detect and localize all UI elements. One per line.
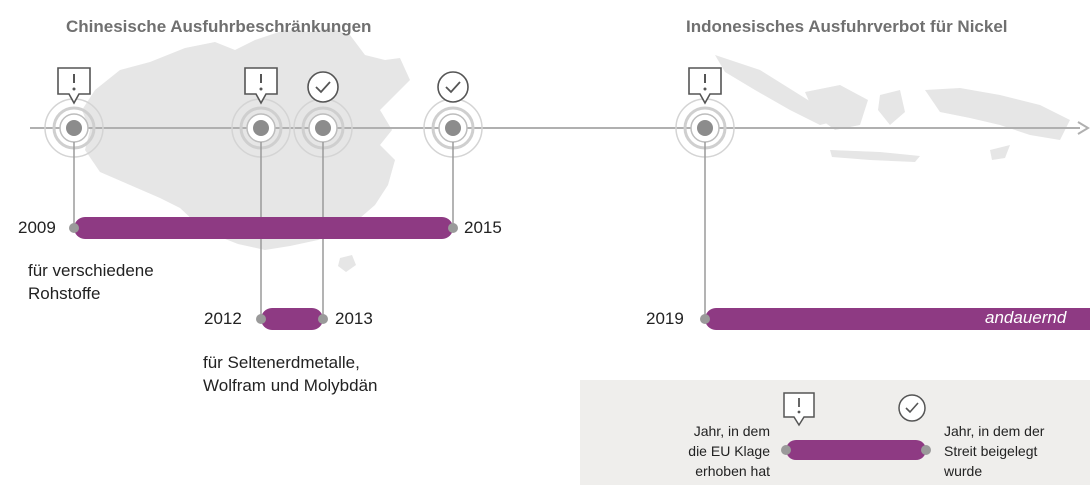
legend-complaint-text: Jahr, in dem die EU Klage erhoben hat bbox=[658, 421, 770, 481]
title-indonesia: Indonesisches Ausfuhrverbot für Nickel bbox=[686, 17, 1008, 36]
check-circle-icon bbox=[437, 71, 469, 103]
bar-start-dot bbox=[256, 314, 266, 324]
note-line: für Seltenerdmetalle, bbox=[203, 353, 360, 372]
bar-start-dot bbox=[700, 314, 710, 324]
speech-bubble-exclamation-icon bbox=[244, 67, 278, 105]
note-line: für verschiedene bbox=[28, 261, 154, 280]
year-label-start: 2009 bbox=[18, 218, 56, 237]
year-label-start: 2019 bbox=[646, 309, 684, 328]
note-rare-earths: für Seltenerdmetalle, Wolfram und Molybd… bbox=[203, 351, 378, 397]
event-node-2009 bbox=[44, 98, 104, 158]
legend-line: Jahr, in dem der bbox=[944, 423, 1045, 439]
year-label-end: 2013 bbox=[335, 309, 373, 328]
china-map-island bbox=[338, 255, 356, 272]
legend-line: Jahr, in dem bbox=[693, 423, 770, 439]
ongoing-label: andauernd bbox=[985, 308, 1067, 327]
legend-box bbox=[580, 380, 1090, 485]
bar-end-dot bbox=[318, 314, 328, 324]
speech-bubble-exclamation-icon bbox=[57, 67, 91, 105]
legend-bar-end-dot bbox=[921, 445, 931, 455]
bar-2009-2015 bbox=[74, 217, 453, 239]
legend-line: Streit beigelegt bbox=[944, 443, 1038, 459]
check-circle-icon bbox=[307, 71, 339, 103]
legend-bar-start-dot bbox=[781, 445, 791, 455]
legend-settled-text: Jahr, in dem der Streit beigelegt wurde bbox=[944, 421, 1084, 481]
legend-line: die EU Klage bbox=[688, 443, 770, 459]
timeline-arrow-icon bbox=[1077, 121, 1090, 135]
bar-2012-2013 bbox=[261, 308, 323, 330]
speech-bubble-exclamation-icon bbox=[783, 392, 815, 427]
note-various-raw-materials: für verschiedene Rohstoffe bbox=[28, 259, 154, 305]
title-china: Chinesische Ausfuhrbeschränkungen bbox=[66, 17, 372, 36]
note-line: Rohstoffe bbox=[28, 284, 101, 303]
year-label-end: 2015 bbox=[464, 218, 502, 237]
speech-bubble-exclamation-icon bbox=[688, 67, 722, 105]
check-circle-icon bbox=[898, 394, 926, 422]
bar-start-dot bbox=[69, 223, 79, 233]
legend-line: wurde bbox=[944, 463, 983, 479]
year-label-start: 2012 bbox=[204, 309, 242, 328]
legend-bar bbox=[786, 440, 926, 460]
legend-line: erhoben hat bbox=[695, 463, 770, 479]
bar-2019-ongoing bbox=[705, 308, 1090, 330]
bar-end-dot bbox=[448, 223, 458, 233]
note-line: Wolfram und Molybdän bbox=[203, 376, 378, 395]
